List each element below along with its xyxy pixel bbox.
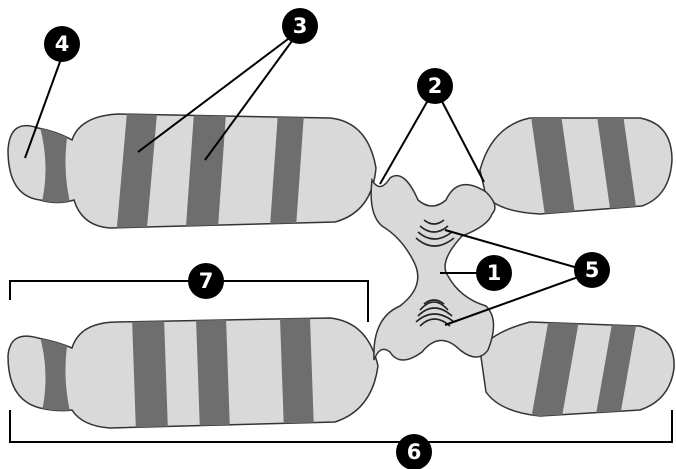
lower-left-arm	[8, 304, 378, 445]
leader-5a	[445, 230, 592, 272]
upper-right-arm	[480, 99, 672, 232]
marker-1-label: 1	[487, 261, 502, 285]
marker-7: 7	[188, 263, 224, 299]
marker-3: 3	[282, 8, 318, 44]
marker-3-label: 3	[293, 14, 308, 38]
lower-right-arm	[480, 308, 674, 431]
marker-6-label: 6	[407, 440, 422, 464]
marker-5-label: 5	[585, 258, 600, 282]
marker-2-label: 2	[428, 74, 443, 98]
marker-1: 1	[476, 255, 512, 291]
marker-4: 4	[44, 26, 80, 62]
marker-7-label: 7	[199, 269, 214, 293]
band-ll-3	[280, 305, 315, 446]
marker-2: 2	[417, 68, 453, 104]
upper-left-arm	[8, 99, 376, 241]
centromere-region	[371, 176, 495, 360]
band-ll-2	[196, 305, 231, 446]
leader-2a	[380, 88, 435, 184]
marker-4-label: 4	[55, 32, 70, 56]
band-ll-1	[132, 304, 169, 445]
marker-6: 6	[396, 434, 432, 469]
marker-5: 5	[574, 252, 610, 288]
bracket-7	[10, 281, 368, 322]
